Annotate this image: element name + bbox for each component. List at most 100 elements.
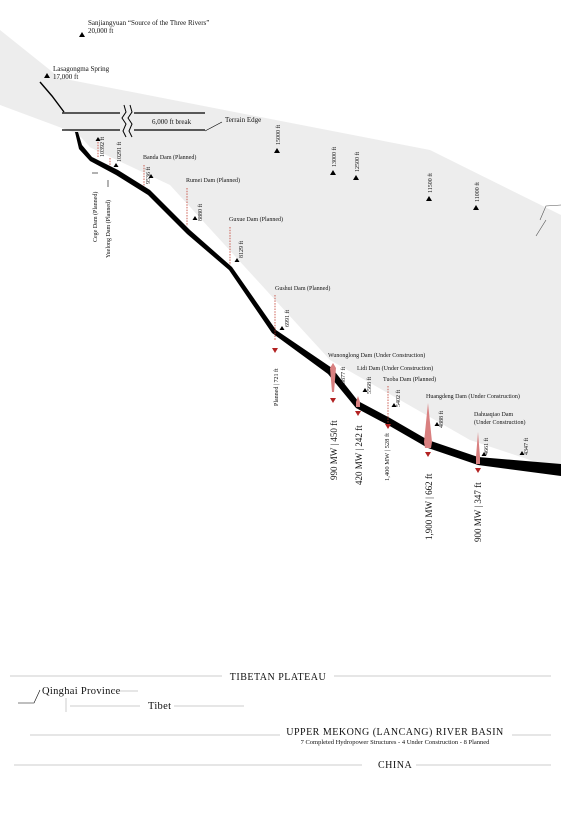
upper-river-line [39, 81, 65, 113]
terrain-edge-leader [204, 121, 223, 132]
terrain-elev-15000: 15000 ft [275, 125, 282, 145]
dam-capacity-note: 420 MW | 242 ft [354, 425, 364, 485]
source-triangle-icon [79, 32, 85, 37]
dam-base-marker-icon [272, 348, 278, 353]
dam-elevation: 5402 ft [395, 390, 402, 407]
dam-capacity-note: 900 MW | 347 ft [473, 482, 483, 542]
dam-marker-icon [192, 216, 198, 220]
dam-elevation: 5568 ft [366, 377, 373, 394]
region-qinghai: Qinghai Province [42, 686, 121, 697]
dam-rumei: Rumei Dam (Planned) 8880 ft [186, 177, 240, 226]
dam-marker-icon [434, 422, 440, 426]
dam-elevation: 8129 ft [238, 241, 245, 258]
end-marker-icon [519, 451, 525, 455]
dam-name: Cege Dam (Planned) [92, 192, 99, 242]
dam-base-marker-icon [425, 452, 431, 457]
dam-base-marker-icon [385, 424, 391, 429]
terrain-elevation-markers: 15000 ft 13000 ft 12500 ft 11500 ft 1100… [274, 125, 481, 210]
dam-name: Tuoba Dam (Planned) [383, 376, 436, 383]
dam-marker-icon [148, 174, 154, 178]
dam-gushui: Gushui Dam (Planned) 6991 ft Planned | 7… [272, 285, 330, 406]
terrain-edge-label: Terrain Edge [225, 116, 261, 124]
dam-base-marker-icon [355, 411, 361, 416]
dam-huangdeng: Huangdeng Dam (Under Construction) 4888 … [424, 393, 520, 540]
dam-capacity-note: Planned | 721 ft [273, 368, 280, 406]
dam-marker-icon [481, 452, 487, 456]
terrain-edge-line-right [535, 219, 547, 237]
dam-elevation: 4661 ft [483, 438, 490, 455]
dam-marker-icon [391, 403, 397, 407]
dam-name-status: (Under Construction) [474, 419, 526, 426]
break-squiggle-right [127, 104, 133, 138]
dam-wall [424, 403, 432, 448]
dam-name: Banda Dam (Planned) [143, 154, 196, 161]
dam-lidi: Lidi Dam (Under Construction) 5568 ft 42… [354, 365, 433, 485]
terrain-marker-icon [353, 175, 359, 180]
dam-guxue: Guxue Dam (Planned) 8129 ft [229, 216, 283, 265]
dam-cege: Cege Dam (Planned) 10392 ft [92, 137, 106, 242]
dam-elevation: 8880 ft [197, 204, 204, 221]
terrain-elev-11000: 11000 ft [474, 182, 481, 202]
spring-name: Lasagongma Spring [53, 65, 110, 73]
break-label: 6,000 ft break [152, 118, 192, 126]
dam-elevation: 4888 ft [438, 411, 445, 428]
spring-elevation: 17,000 ft [53, 73, 78, 81]
dam-name: Yuelong Dam (Planned) [105, 200, 112, 258]
dam-marker-icon [337, 380, 343, 384]
dam-tuoba: Tuoba Dam (Planned) 5402 ft 1,400 MW | 5… [383, 376, 436, 481]
dam-banda: Banda Dam (Planned) 9536 ft [143, 154, 196, 186]
terrain-marker-icon [330, 170, 336, 175]
dam-name: Huangdeng Dam (Under Construction) [426, 393, 520, 400]
terrain-marker-icon [473, 205, 479, 210]
terrain-shade [0, 30, 561, 465]
region-china: CHINA [378, 760, 412, 771]
dam-base-marker-icon [475, 468, 481, 473]
dam-name: Lidi Dam (Under Construction) [357, 365, 433, 372]
basin-subtitle: 7 Completed Hydropower Structures - 4 Un… [301, 739, 491, 746]
terrain-marker-icon [426, 196, 432, 201]
dam-wall [330, 363, 336, 392]
dam-name: Gushui Dam (Planned) [275, 285, 330, 292]
dam-wunonglong: Wunonglong Dam (Under Construction) 5877… [328, 352, 425, 480]
terrain-marker-icon [274, 148, 280, 153]
dam-elevation: 10291 ft [116, 142, 123, 162]
source-elevation: 20,000 ft [88, 27, 113, 35]
dam-name: Dahuaqiao Dam [474, 412, 513, 418]
dam-name: Wunonglong Dam (Under Construction) [328, 352, 425, 359]
region-tibet: Tibet [148, 701, 171, 712]
break-squiggle-left [121, 104, 127, 138]
basin-title: UPPER MEKONG (LANCANG) RIVER BASIN [286, 727, 504, 738]
dam-capacity-note: 990 MW | 450 ft [329, 420, 339, 480]
dam-capacity-note: 1,400 MW | 528 ft [384, 433, 391, 481]
qinghai-bracket [18, 689, 41, 704]
terrain-edge-line [539, 204, 561, 221]
dam-elevation: 10392 ft [99, 137, 106, 157]
dam-marker-icon [95, 137, 101, 141]
dam-capacity-note: 1,900 MW | 662 ft [424, 473, 434, 540]
terrain-elev-11500: 11500 ft [427, 173, 434, 193]
break-gap [120, 104, 134, 138]
dam-marker-icon [113, 163, 119, 167]
dam-marker-icon [279, 326, 285, 330]
dam-name: Rumei Dam (Planned) [186, 177, 240, 184]
terrain-elev-13000: 13000 ft [331, 147, 338, 167]
source-name: Sanjiangyuan “Source of the Three Rivers… [88, 19, 209, 27]
terrain-white-below-river [0, 105, 561, 833]
dam-marker-icon [362, 388, 368, 392]
dam-dahuaqiao: Dahuaqiao Dam (Under Construction) 4661 … [473, 412, 526, 542]
dam-marker-icon [234, 258, 240, 262]
dam-wall [356, 396, 360, 407]
dam-name: Guxue Dam (Planned) [229, 216, 283, 223]
dam-base-marker-icon [330, 398, 336, 403]
terrain-elev-12500: 12500 ft [354, 152, 361, 172]
dam-elevation: 9536 ft [145, 167, 152, 184]
region-tibetan-plateau: TIBETAN PLATEAU [230, 672, 327, 683]
end-elevation: 4347 ft [523, 438, 530, 455]
dam-elevation: 6991 ft [284, 310, 291, 327]
spring-triangle-icon [44, 73, 50, 78]
dam-yuelong: Yuelong Dam (Planned) 10291 ft [105, 142, 123, 258]
dam-wall [476, 432, 480, 464]
dam-elevation: 5877 ft [340, 367, 347, 384]
